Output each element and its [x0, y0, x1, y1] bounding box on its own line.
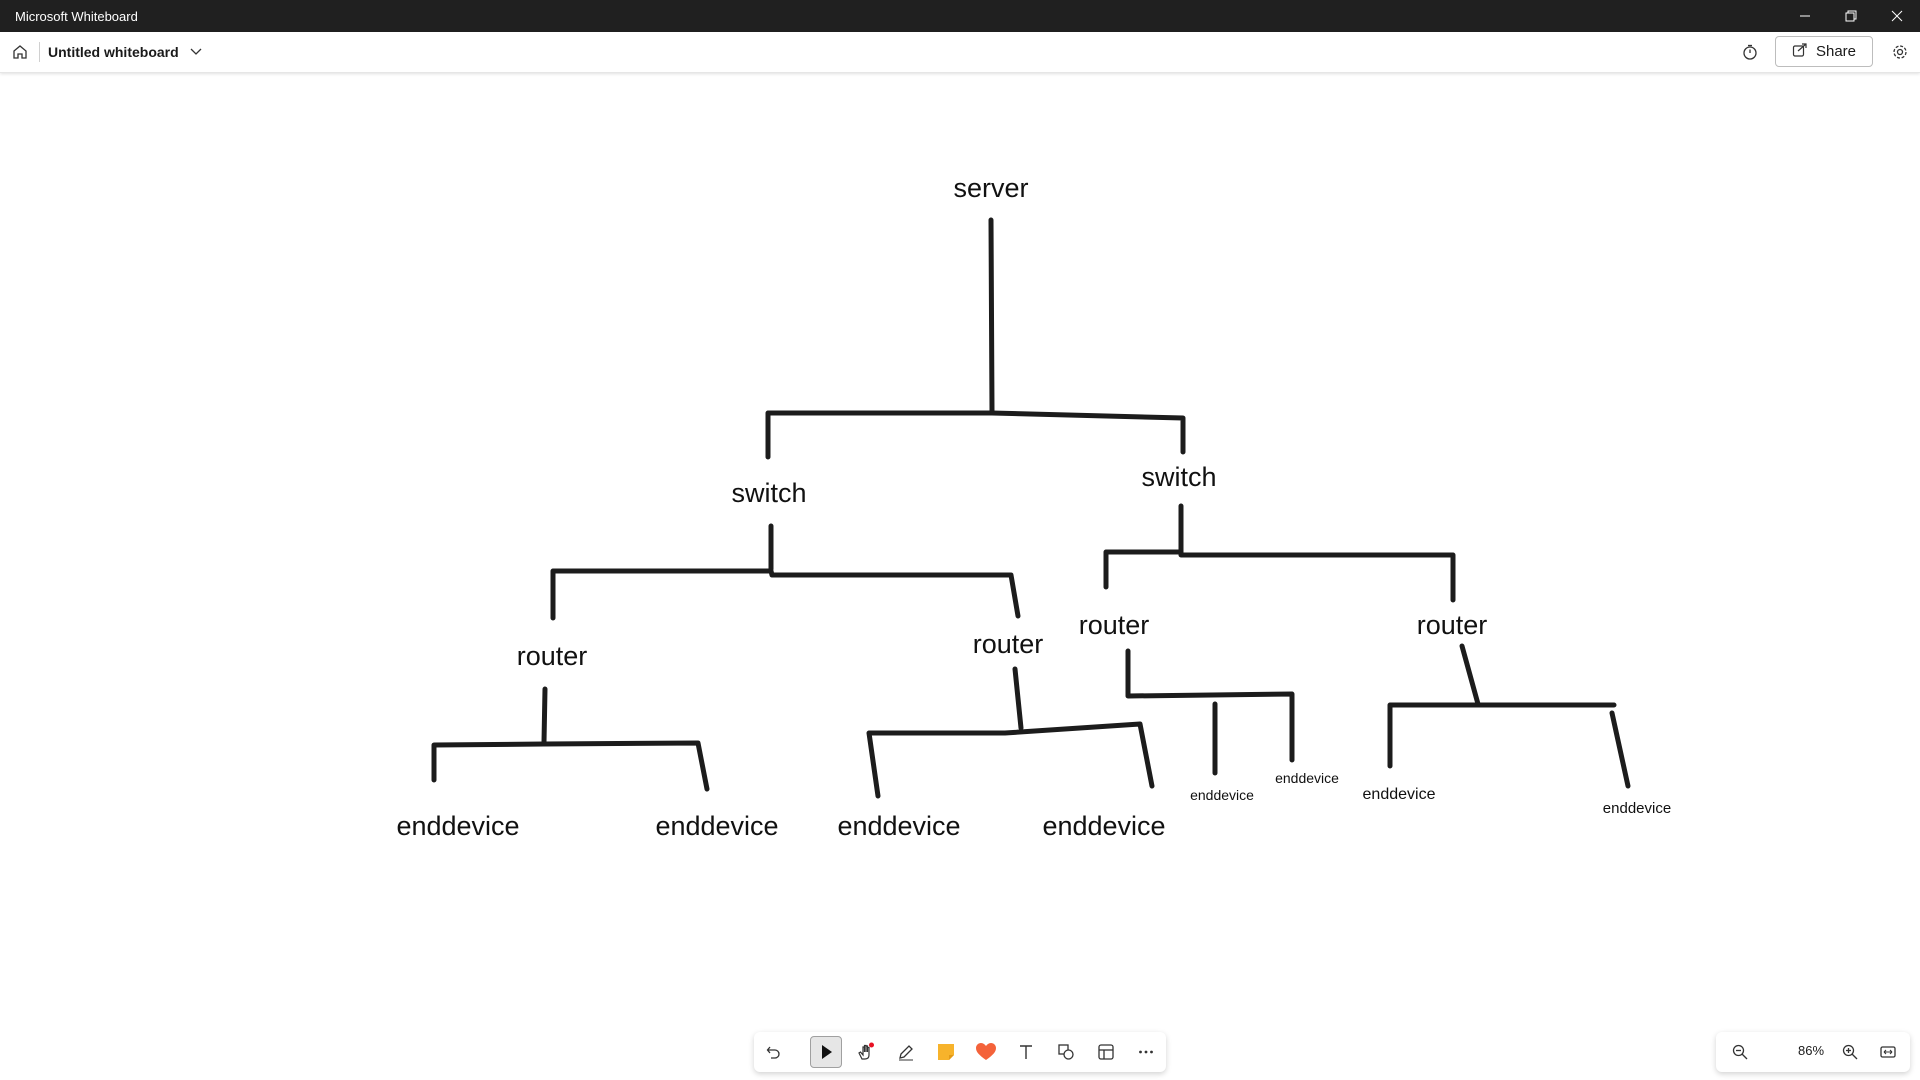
ink-stroke [1459, 643, 1481, 707]
restore-icon[interactable] [1828, 0, 1874, 32]
header-divider [39, 42, 40, 62]
ink-stroke [765, 410, 1186, 460]
node-enddevice-8[interactable]: enddevice [1602, 800, 1672, 817]
node-enddevice-4[interactable]: enddevice [1042, 811, 1166, 841]
zoom-controls: 86% [1716, 1032, 1910, 1072]
text-icon[interactable] [1010, 1036, 1042, 1068]
ink-stroke [1125, 648, 1295, 763]
close-icon[interactable] [1874, 0, 1920, 32]
ink-stroke [1609, 710, 1631, 789]
node-enddevice-6[interactable]: enddevice [1275, 770, 1339, 786]
title-bar: Microsoft Whiteboard [0, 0, 1920, 32]
node-router-1[interactable]: router [516, 641, 588, 671]
whiteboard-canvas[interactable]: server switch switch router router route… [0, 73, 1920, 1080]
share-button[interactable]: Share [1775, 36, 1873, 67]
settings-icon[interactable] [1884, 36, 1916, 68]
select-icon[interactable] [810, 1036, 842, 1068]
reaction-heart-icon[interactable] [970, 1036, 1002, 1068]
zoom-out-icon[interactable] [1724, 1036, 1756, 1068]
ink-stroke [866, 721, 1155, 799]
minimize-icon[interactable] [1782, 0, 1828, 32]
node-enddevice-1[interactable]: enddevice [396, 811, 520, 841]
share-icon [1792, 42, 1808, 62]
ink-layer [431, 217, 1631, 799]
shapes-icon[interactable] [1050, 1036, 1082, 1068]
ink-stroke [1387, 702, 1617, 769]
board-name[interactable]: Untitled whiteboard [48, 44, 179, 60]
node-enddevice-7[interactable]: enddevice [1362, 786, 1436, 803]
node-enddevice-2[interactable]: enddevice [655, 811, 779, 841]
window-title: Microsoft Whiteboard [15, 9, 138, 24]
node-router-3[interactable]: router [1078, 610, 1150, 640]
node-switch-right[interactable]: switch [1141, 462, 1217, 492]
ink-stroke [431, 740, 710, 792]
zoom-in-icon[interactable] [1834, 1036, 1866, 1068]
node-switch-left[interactable]: switch [731, 478, 807, 508]
zoom-level: 86% [1797, 1043, 1825, 1058]
ink-stroke [1012, 666, 1024, 731]
more-icon[interactable] [1130, 1036, 1162, 1068]
hand-icon[interactable] [850, 1036, 882, 1068]
node-enddevice-3[interactable]: enddevice [837, 811, 961, 841]
ink-stroke [988, 217, 995, 414]
home-icon[interactable] [4, 36, 36, 68]
ink-stroke [541, 686, 548, 745]
node-enddevice-5[interactable]: enddevice [1190, 787, 1254, 803]
ink-stroke [550, 568, 1021, 621]
timer-icon[interactable] [1734, 36, 1766, 68]
node-router-2[interactable]: router [972, 629, 1044, 659]
share-label: Share [1815, 43, 1857, 60]
node-server[interactable]: server [953, 173, 1029, 203]
chevron-down-icon[interactable] [186, 42, 206, 62]
bottom-toolbar [754, 1032, 1166, 1072]
pen-icon[interactable] [890, 1036, 922, 1068]
node-router-4[interactable]: router [1416, 610, 1488, 640]
app-header: Untitled whiteboard Share [0, 32, 1920, 73]
undo-icon[interactable] [758, 1036, 790, 1068]
template-icon[interactable] [1090, 1036, 1122, 1068]
sticky-note-icon[interactable] [930, 1036, 962, 1068]
fit-to-screen-icon[interactable] [1872, 1036, 1904, 1068]
ink-stroke [1103, 549, 1456, 603]
